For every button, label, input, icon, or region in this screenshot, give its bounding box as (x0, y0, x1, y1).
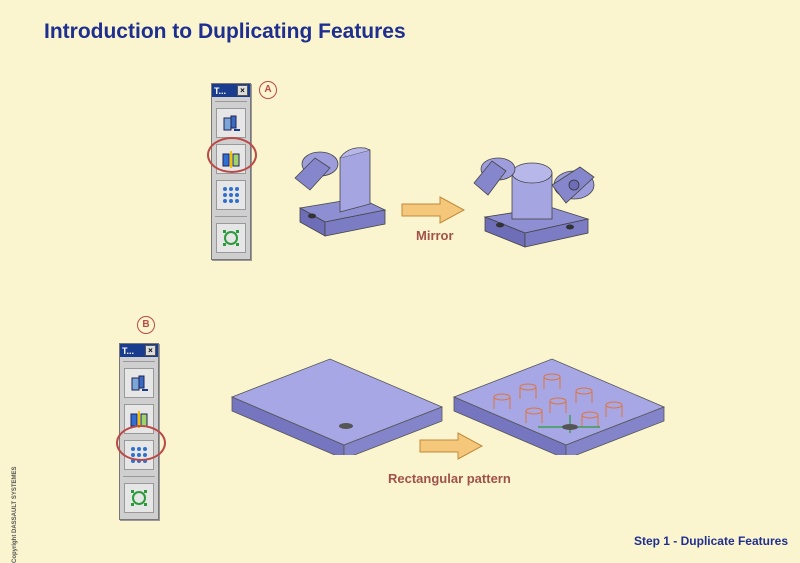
badge-b: B (137, 316, 155, 334)
palette-a-title: T... (214, 85, 227, 96)
part-before-mirror (294, 147, 387, 237)
highlight-mirror (207, 137, 257, 173)
highlight-pattern (116, 425, 166, 461)
step-footer: Step 1 - Duplicate Features (633, 534, 788, 548)
translate-button[interactable] (216, 108, 246, 138)
translate-icon (131, 375, 148, 391)
arrow-a (401, 196, 466, 224)
scale-icon (131, 490, 147, 506)
scale-button[interactable] (216, 223, 246, 253)
page-title: Introduction to Duplicating Features (44, 20, 406, 43)
palette-a-titlebar[interactable]: T... × (212, 84, 250, 97)
translate-icon (223, 115, 240, 131)
caption-mirror: Mirror (416, 228, 454, 243)
translate-button[interactable] (124, 368, 154, 398)
copyright-text: Copyright DASSAULT SYSTEMES (12, 466, 18, 563)
palette-b-titlebar[interactable]: T... × (120, 344, 158, 357)
arrow-b (419, 432, 484, 460)
pattern-button[interactable] (216, 180, 246, 210)
scale-icon (223, 230, 239, 246)
plate-before-pattern (230, 358, 444, 455)
close-icon[interactable]: × (237, 85, 248, 96)
badge-a: A (259, 81, 277, 99)
plate-after-pattern (452, 358, 666, 455)
part-after-mirror (473, 157, 595, 248)
scale-button[interactable] (124, 483, 154, 513)
caption-pattern: Rectangular pattern (388, 471, 511, 486)
pattern-icon (223, 187, 239, 203)
palette-b-title: T... (122, 345, 135, 356)
close-icon[interactable]: × (145, 345, 156, 356)
